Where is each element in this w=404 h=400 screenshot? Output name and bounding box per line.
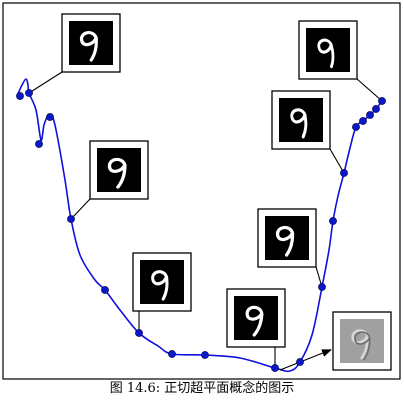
digit-thumbnail-6 [271,90,331,150]
manifold-point [46,113,54,121]
digit-nine-glyph [245,305,264,337]
digit-thumbnail-5 [257,208,317,268]
manifold-point [101,286,109,294]
digit-thumbnail-7 [298,20,358,80]
manifold-point [16,92,24,100]
manifold-point [352,123,360,131]
manifold-point [296,358,304,366]
manifold-points [16,89,386,372]
digit-nine-glyph [276,225,295,257]
digit-thumbnail-2 [89,140,149,200]
digit-thumbnail-3 [132,252,192,312]
digit-thumbnail-1 [61,13,121,73]
callout-line [329,148,345,174]
tangent-thumbnail [332,311,392,371]
digit-nine-glyph [351,329,369,360]
tangent-shadow-glyph [354,331,371,361]
manifold-point [201,351,209,359]
manifold-point [135,329,143,337]
manifold-point [67,215,75,223]
digit-nine-glyph [290,108,308,139]
manifold-point [318,283,326,291]
digit-nine-glyph [107,157,127,189]
tangent-arrow [279,349,332,371]
digit-thumbnail-4 [226,288,286,348]
digit-nine-glyph [317,38,335,69]
callout-line [70,198,91,220]
manifold-point [366,111,374,119]
manifold-point [271,364,279,372]
manifold-point [340,169,348,177]
manifold-point [35,140,43,148]
manifold-point [359,117,367,125]
manifold-point [168,350,176,358]
digit-nine-glyph [151,270,169,301]
manifold-point [378,97,386,105]
callout-line [356,78,383,102]
digit-thumbnails [61,13,392,371]
figure-caption: 图 14.6: 正切超平面概念的图示 [109,381,295,396]
callout-line [28,71,63,94]
manifold-point [372,105,380,113]
callout-connectors [28,71,383,371]
digit-nine-glyph [80,31,98,62]
manifold-point [25,89,33,97]
manifold-point [329,217,337,225]
